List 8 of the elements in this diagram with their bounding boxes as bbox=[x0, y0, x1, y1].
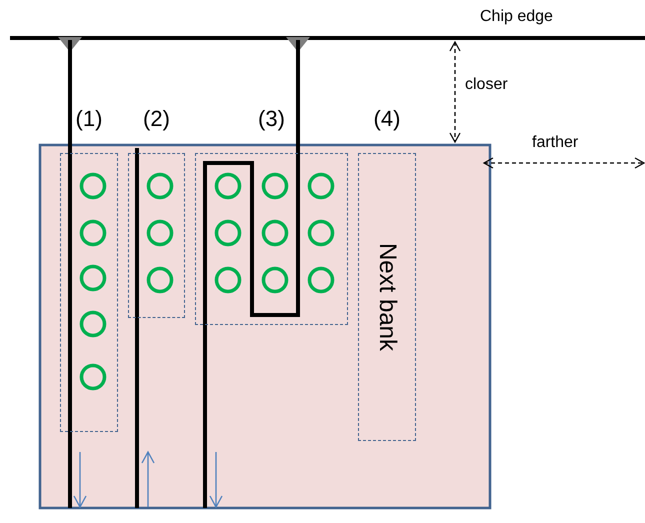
distance-label: farther bbox=[532, 134, 578, 152]
bank-label: Next bank bbox=[373, 242, 401, 352]
distance-label: closer bbox=[465, 76, 508, 94]
group-number: (1) bbox=[74, 106, 104, 132]
group-number: (3) bbox=[257, 106, 286, 132]
group-number: (2) bbox=[142, 106, 171, 132]
chip-edge-label: Chip edge bbox=[480, 8, 553, 26]
group-number: (4) bbox=[372, 106, 402, 132]
